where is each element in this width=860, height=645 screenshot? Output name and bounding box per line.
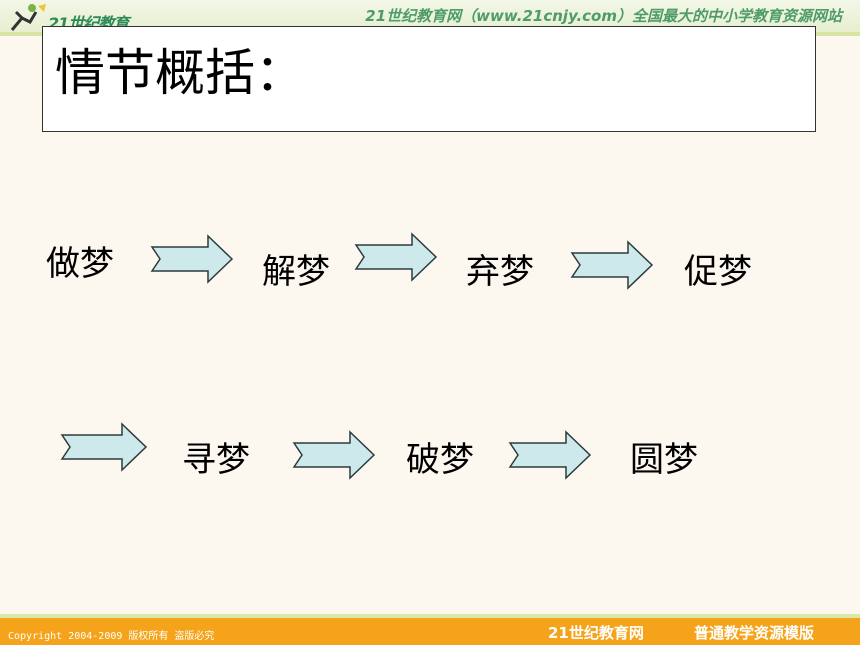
footer-bar: Copyright 2004-2009 版权所有 盗版必究 21世纪教育网 普通… [0, 618, 860, 645]
slide-title: 情节概括： [55, 44, 305, 102]
footer-site-name: 21世纪教育网 [548, 624, 644, 642]
stage-word-5: 寻梦 [182, 440, 250, 480]
title-box: 情节概括： [42, 26, 816, 132]
right-arrow-icon [570, 240, 654, 290]
right-arrow-icon [508, 430, 592, 480]
right-arrow-icon [354, 232, 438, 282]
right-arrow-icon [292, 430, 376, 480]
stage-word-6: 破梦 [406, 440, 474, 480]
copyright-text: Copyright 2004-2009 版权所有 盗版必究 [8, 631, 215, 642]
header-tagline: 21世纪教育网（www.21cnjy.com）全国最大的中小学教育资源网站 [365, 7, 842, 25]
footer-divider [0, 614, 860, 618]
runner-logo-icon [10, 4, 46, 31]
right-arrow-icon [60, 422, 148, 472]
stage-word-7: 圆梦 [630, 440, 698, 480]
stage-word-4: 促梦 [684, 252, 752, 292]
stage-word-1: 做梦 [46, 244, 114, 284]
footer-template-name: 普通教学资源模版 [694, 624, 815, 642]
right-arrow-icon [150, 234, 234, 284]
stage-word-2: 解梦 [262, 252, 330, 292]
stage-word-3: 弃梦 [466, 252, 534, 292]
